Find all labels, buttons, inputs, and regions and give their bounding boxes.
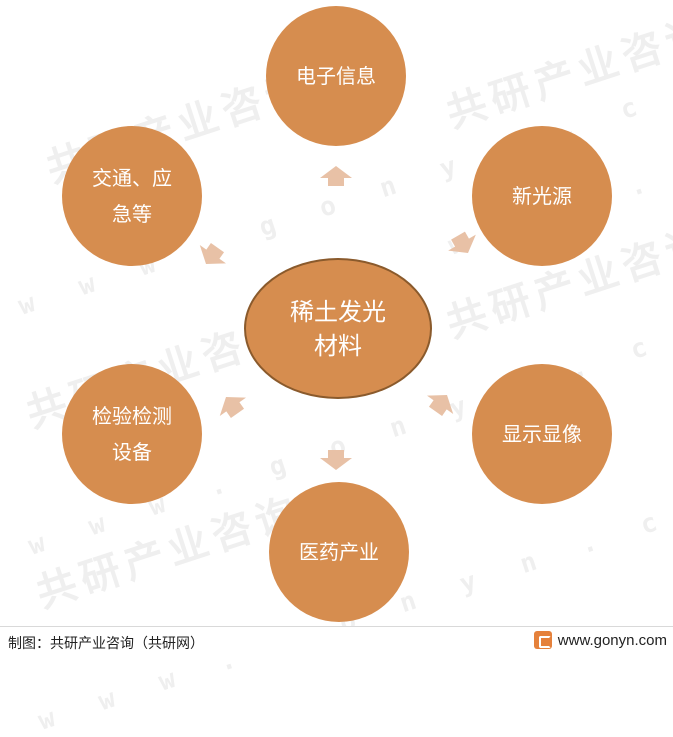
footer-url[interactable]: www.gonyn.com [557,631,667,649]
diagram: 共研产业咨询 w w w . g o n y n . c o m 共研产业咨询 … [15,0,673,737]
node-electronic-info: 电子信息 [266,6,406,146]
node-medicine-industry: 医药产业 [269,482,409,622]
center-label-line1: 稀土发光 [290,297,386,326]
node-electronic-info-label: 电子信息 [296,64,376,88]
footer: 制图：共研产业咨询（共研网） www.gonyn.com [0,626,673,659]
node-display-imaging-label: 显示显像 [502,422,582,446]
arrow-lower-right [427,395,454,416]
node-transport-emergency-line1: 交通、应 [92,166,172,190]
arrow-lower-left [219,397,246,418]
node-medicine-industry-label: 医药产业 [299,540,379,564]
node-new-light-source-label: 新光源 [512,184,572,208]
center-label-line2: 材料 [314,331,362,360]
arrow-upper-left [199,243,226,264]
center-node: 稀土发光 材料 [244,258,432,399]
node-new-light-source: 新光源 [472,126,612,266]
node-testing-equipment-line2: 设备 [112,440,152,464]
footer-brand: www.gonyn.com [533,631,667,649]
node-display-imaging: 显示显像 [472,364,612,504]
arrow-up [320,166,352,186]
arrow-down [320,450,352,470]
node-transport-emergency-line2: 急等 [112,202,152,226]
arrows-layer [199,166,476,470]
node-testing-equipment-line1: 检验检测 [92,404,172,428]
arrow-upper-right [448,231,476,253]
node-transport-emergency: 交通、应 急等 [62,126,202,266]
node-testing-equipment: 检验检测 设备 [62,364,202,504]
gonyn-logo-icon [533,631,552,649]
source-note: 制图：共研产业咨询（共研网） [8,636,204,652]
